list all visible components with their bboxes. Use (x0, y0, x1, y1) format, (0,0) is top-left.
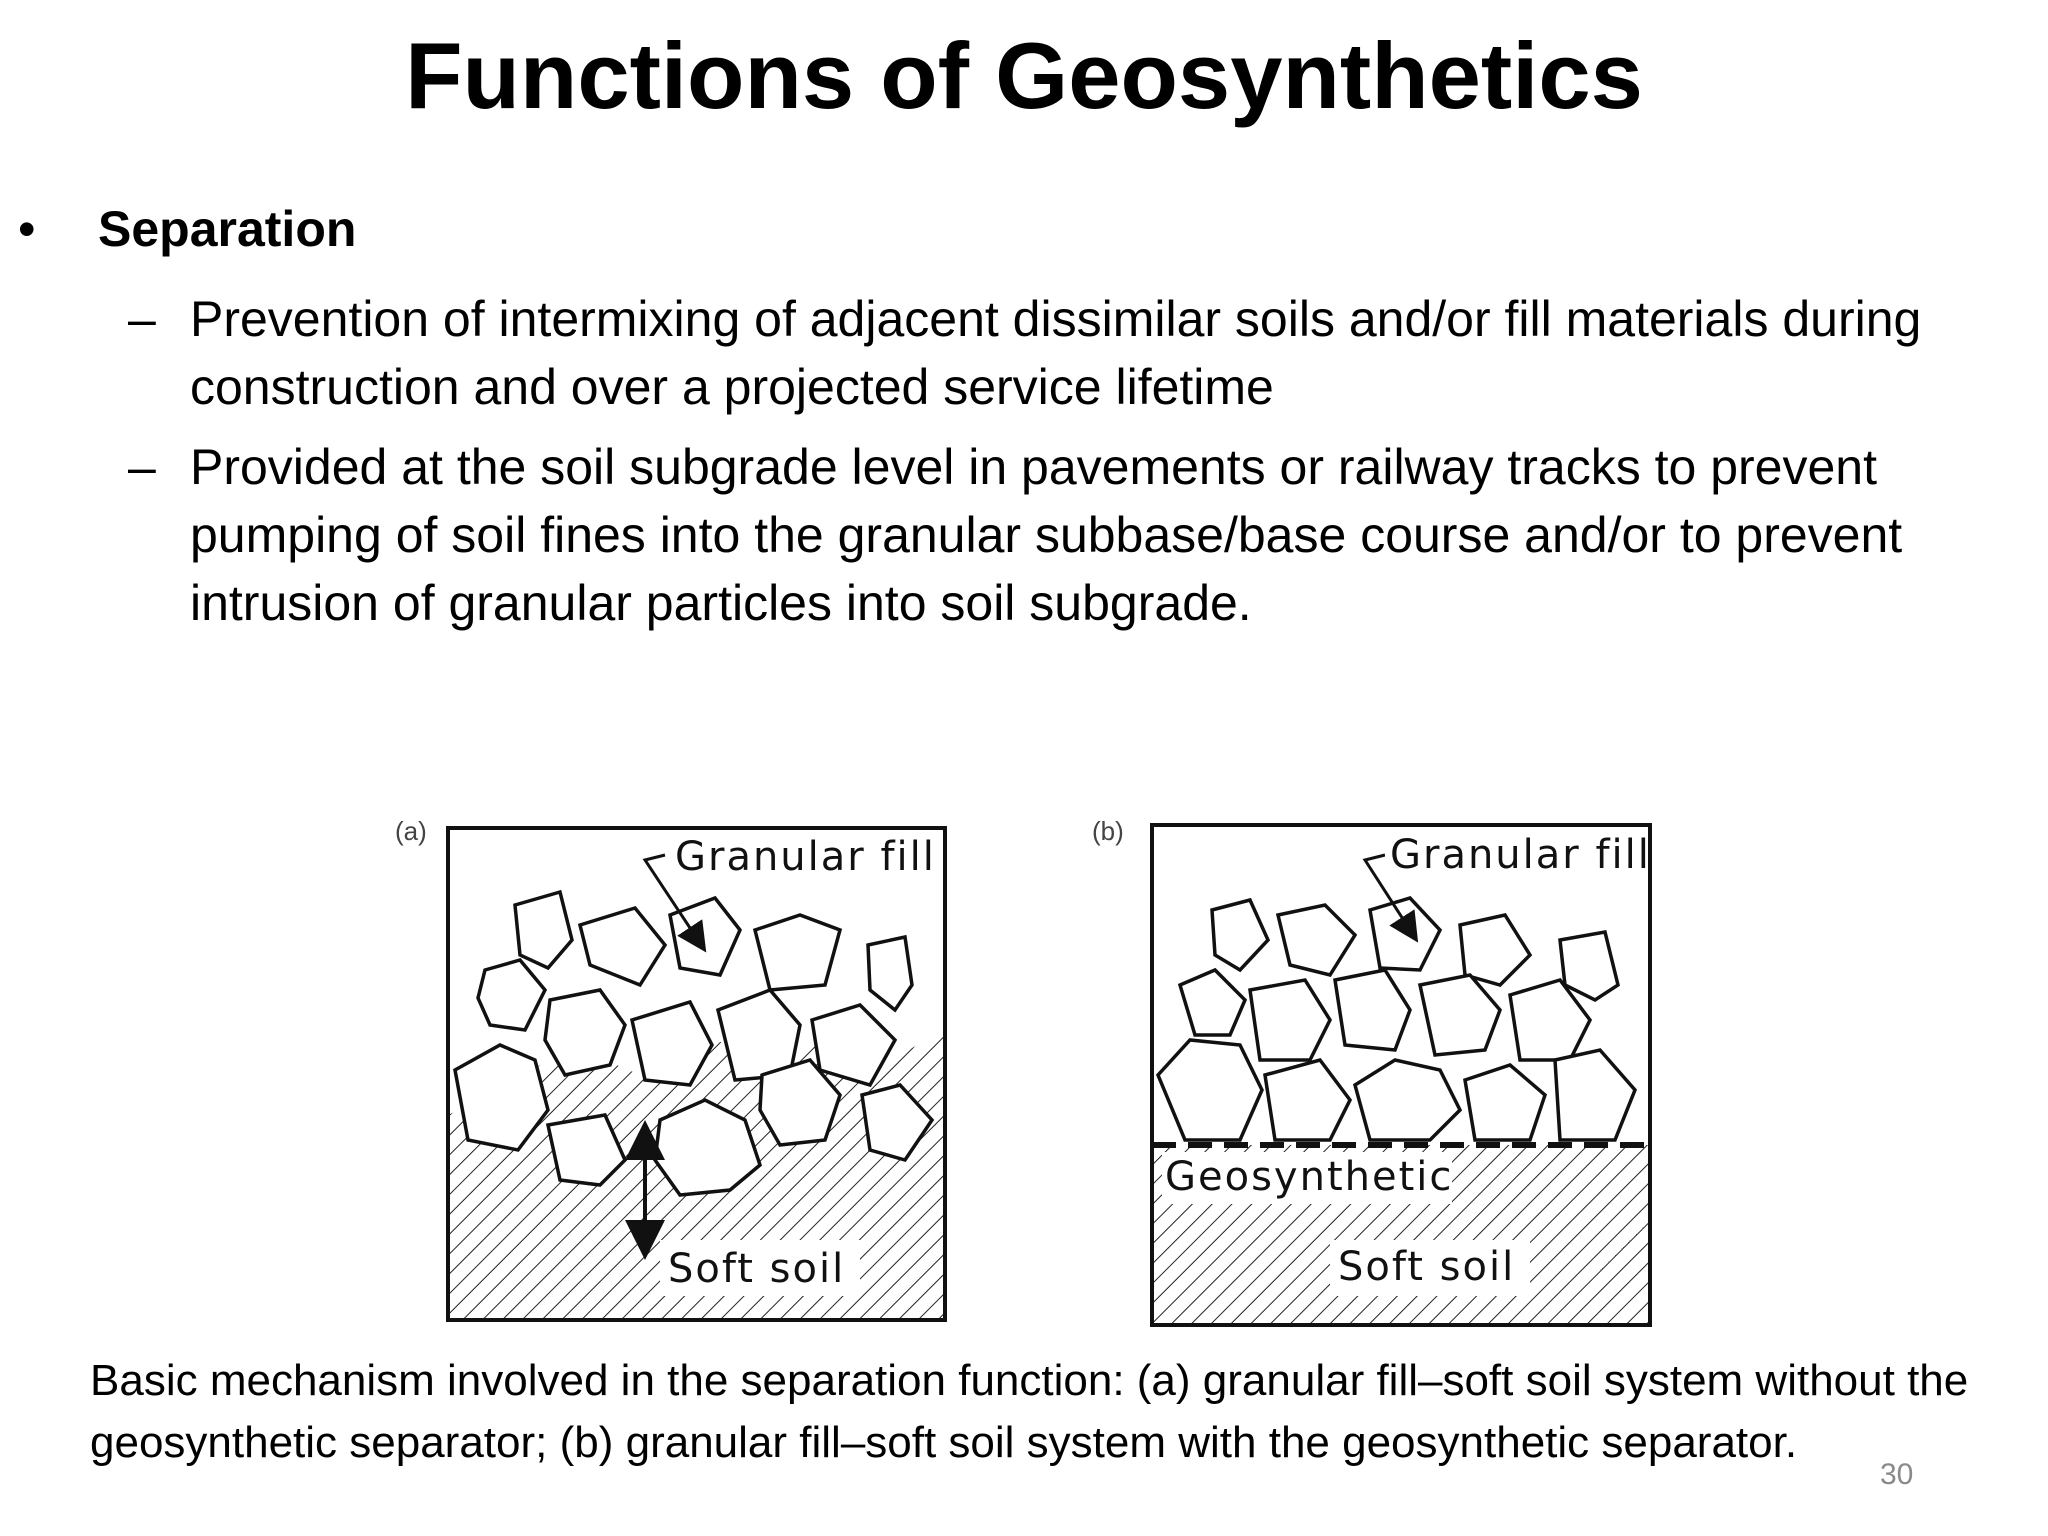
bullet-heading: Separation (98, 201, 357, 257)
panel-a: (a) Granular fill (395, 816, 947, 1322)
panel-b-label: (b) (1092, 816, 1124, 846)
sub-point-marker: – (128, 291, 156, 347)
page-number: 30 (1880, 1458, 1914, 1491)
slide-title: Functions of Geosynthetics (405, 23, 1643, 128)
bullet-marker: • (18, 201, 36, 257)
granular-stones (1155, 896, 1638, 1142)
panel-b: (b) Granular fill (1092, 816, 1652, 1327)
granular-stones (453, 889, 935, 1197)
panel-a-label: (a) (395, 816, 427, 846)
sub-point-marker: – (128, 439, 156, 495)
figure-caption: Basic mechanism involved in the separati… (90, 1356, 1969, 1467)
granular-fill-leader (642, 853, 707, 953)
panel-a-granular-fill-label: Granular fill (675, 834, 936, 880)
sub-point-text: Prevention of intermixing of adjacent di… (190, 291, 1922, 415)
panel-a-soft-soil-label: Soft soil (668, 1246, 845, 1292)
panel-b-frame (1150, 823, 1652, 1327)
panel-b-soft-soil-label: Soft soil (1338, 1244, 1515, 1290)
granular-fill-leader (1362, 853, 1419, 943)
panel-a-frame (446, 826, 947, 1322)
panel-b-geosynthetic-label: Geosynthetic (1165, 1154, 1453, 1200)
sub-point-text: Provided at the soil subgrade level in p… (190, 439, 1903, 631)
panel-b-granular-fill-label: Granular fill (1390, 832, 1651, 878)
